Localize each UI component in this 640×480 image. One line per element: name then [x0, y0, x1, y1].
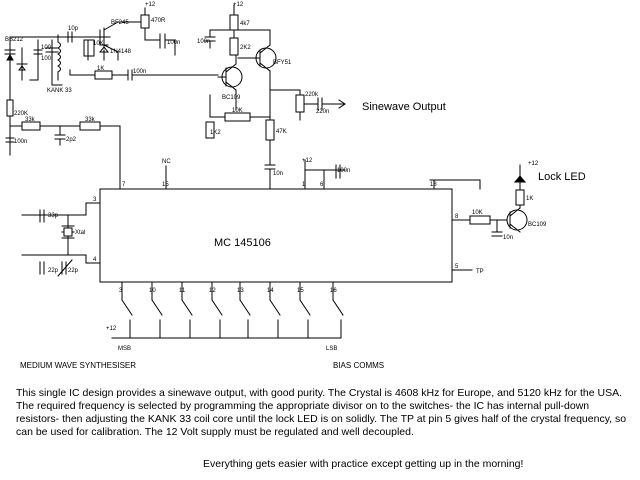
resistor-1k-a	[94, 70, 113, 80]
tp-label: TP	[476, 269, 484, 275]
supply-label: +12	[145, 2, 156, 8]
pin-b3: 3	[119, 288, 123, 294]
pin-3: 3	[93, 197, 97, 203]
circuit-schematic: MC 145106 MEDIUM WAVE SYNTHESISER BIAS C…	[4, 2, 586, 370]
lock-led-label: Lock LED	[538, 171, 586, 183]
title-label: MEDIUM WAVE SYNTHESISER	[20, 361, 136, 370]
label-220k-b: 220k	[305, 92, 319, 98]
label-10n-b: 10n	[503, 235, 513, 241]
pin-18: 18	[430, 182, 437, 188]
resistor-220k-b	[295, 94, 305, 113]
pin-b15: 15	[297, 288, 304, 294]
resistor-1k2	[205, 121, 215, 139]
label-bc109-a: BC109	[222, 95, 241, 101]
pin-b16: 16	[330, 288, 337, 294]
description-text: This single IC design provides a sinewav…	[16, 387, 627, 438]
resistor-10k-b	[224, 112, 251, 122]
label-4k7: 4k7	[240, 21, 250, 27]
pin-7: 7	[122, 182, 126, 188]
pin-1: 1	[302, 182, 306, 188]
sinewave-output-label: Sinewave Output	[362, 101, 446, 113]
label-10k-b: 10K	[232, 108, 243, 114]
msb-label: MSB	[118, 346, 131, 352]
pin-b14: 14	[267, 288, 274, 294]
label-10k-c: 10K	[472, 210, 483, 216]
resistor-2k2	[229, 37, 239, 56]
label-33k-b: 33k	[85, 117, 96, 123]
label-47k: 47K	[276, 129, 287, 135]
label-1k2: 1K2	[210, 130, 221, 136]
resistor-33k-a	[21, 121, 41, 131]
pin-b12: 12	[209, 288, 216, 294]
ic-mc145106	[99, 188, 453, 283]
label-100n-b: 100n	[133, 69, 146, 75]
resistor-47k	[265, 119, 275, 141]
label-22p-a: 22p	[48, 268, 59, 274]
label-220n: 220n	[316, 109, 329, 115]
label-1n4148: 1N4148	[110, 49, 132, 55]
supply-label: +12	[302, 158, 313, 164]
supply-label: +12	[528, 161, 539, 167]
label-100n-c: 100n	[197, 39, 210, 45]
label-1k-b: 1K	[526, 196, 533, 202]
supply-label: +12	[106, 326, 117, 332]
coil-kank33	[57, 41, 61, 73]
pin-4: 4	[93, 257, 97, 263]
label-10p: 10p	[68, 26, 79, 32]
label-xtal: Xtal	[75, 230, 85, 236]
resistor-33k-b	[79, 121, 101, 131]
label-22p-b: 22p	[68, 268, 79, 274]
label-100-a: 100	[41, 45, 52, 51]
label-2k2: 2K2	[240, 45, 251, 51]
label-470r: 470R	[151, 18, 166, 24]
resistor-220k-a	[6, 99, 14, 117]
resistor-4k7	[229, 14, 239, 31]
label-bf245: BF245	[111, 20, 129, 26]
label-1k-a: 1K	[97, 66, 104, 72]
crystal	[63, 227, 73, 237]
label-10k-a: 10K	[93, 41, 104, 47]
label-100n-d: 100n	[14, 139, 27, 145]
pin-8: 8	[455, 214, 459, 220]
label-220k-a: 220K	[14, 111, 28, 117]
pin-b13: 13	[237, 288, 244, 294]
pin-b10: 10	[149, 288, 156, 294]
label-100n-e: 100n	[337, 168, 350, 174]
label-33p: 33p	[48, 213, 59, 219]
label-10n-a: 10n	[273, 171, 283, 177]
label-bc109-b: BC109	[528, 222, 547, 228]
label-100n-a: 100n	[167, 40, 180, 46]
label-kank33: KANK 33	[47, 88, 72, 94]
label-bb212: BB212	[5, 37, 24, 43]
motto-text: Everything gets easier with practice exc…	[203, 458, 524, 470]
pin-6: 6	[320, 182, 324, 188]
pin-b11: 11	[179, 288, 186, 294]
label-100-b: 100	[41, 56, 52, 62]
bias-comms-label: BIAS COMMS	[333, 361, 384, 370]
nc-label: NC	[162, 159, 171, 165]
label-33k-a: 33k	[25, 117, 36, 123]
label-bfy51: BFY51	[273, 60, 292, 66]
lsb-label: LSB	[326, 346, 337, 352]
supply-label: +12	[233, 2, 244, 8]
pin-5: 5	[455, 264, 459, 270]
resistor-10k-c	[469, 215, 491, 225]
resistor-1k-b	[515, 189, 525, 206]
label-2p2: 2p2	[66, 137, 77, 143]
pin-15: 15	[162, 182, 169, 188]
chip-label: MC 145106	[214, 237, 271, 249]
